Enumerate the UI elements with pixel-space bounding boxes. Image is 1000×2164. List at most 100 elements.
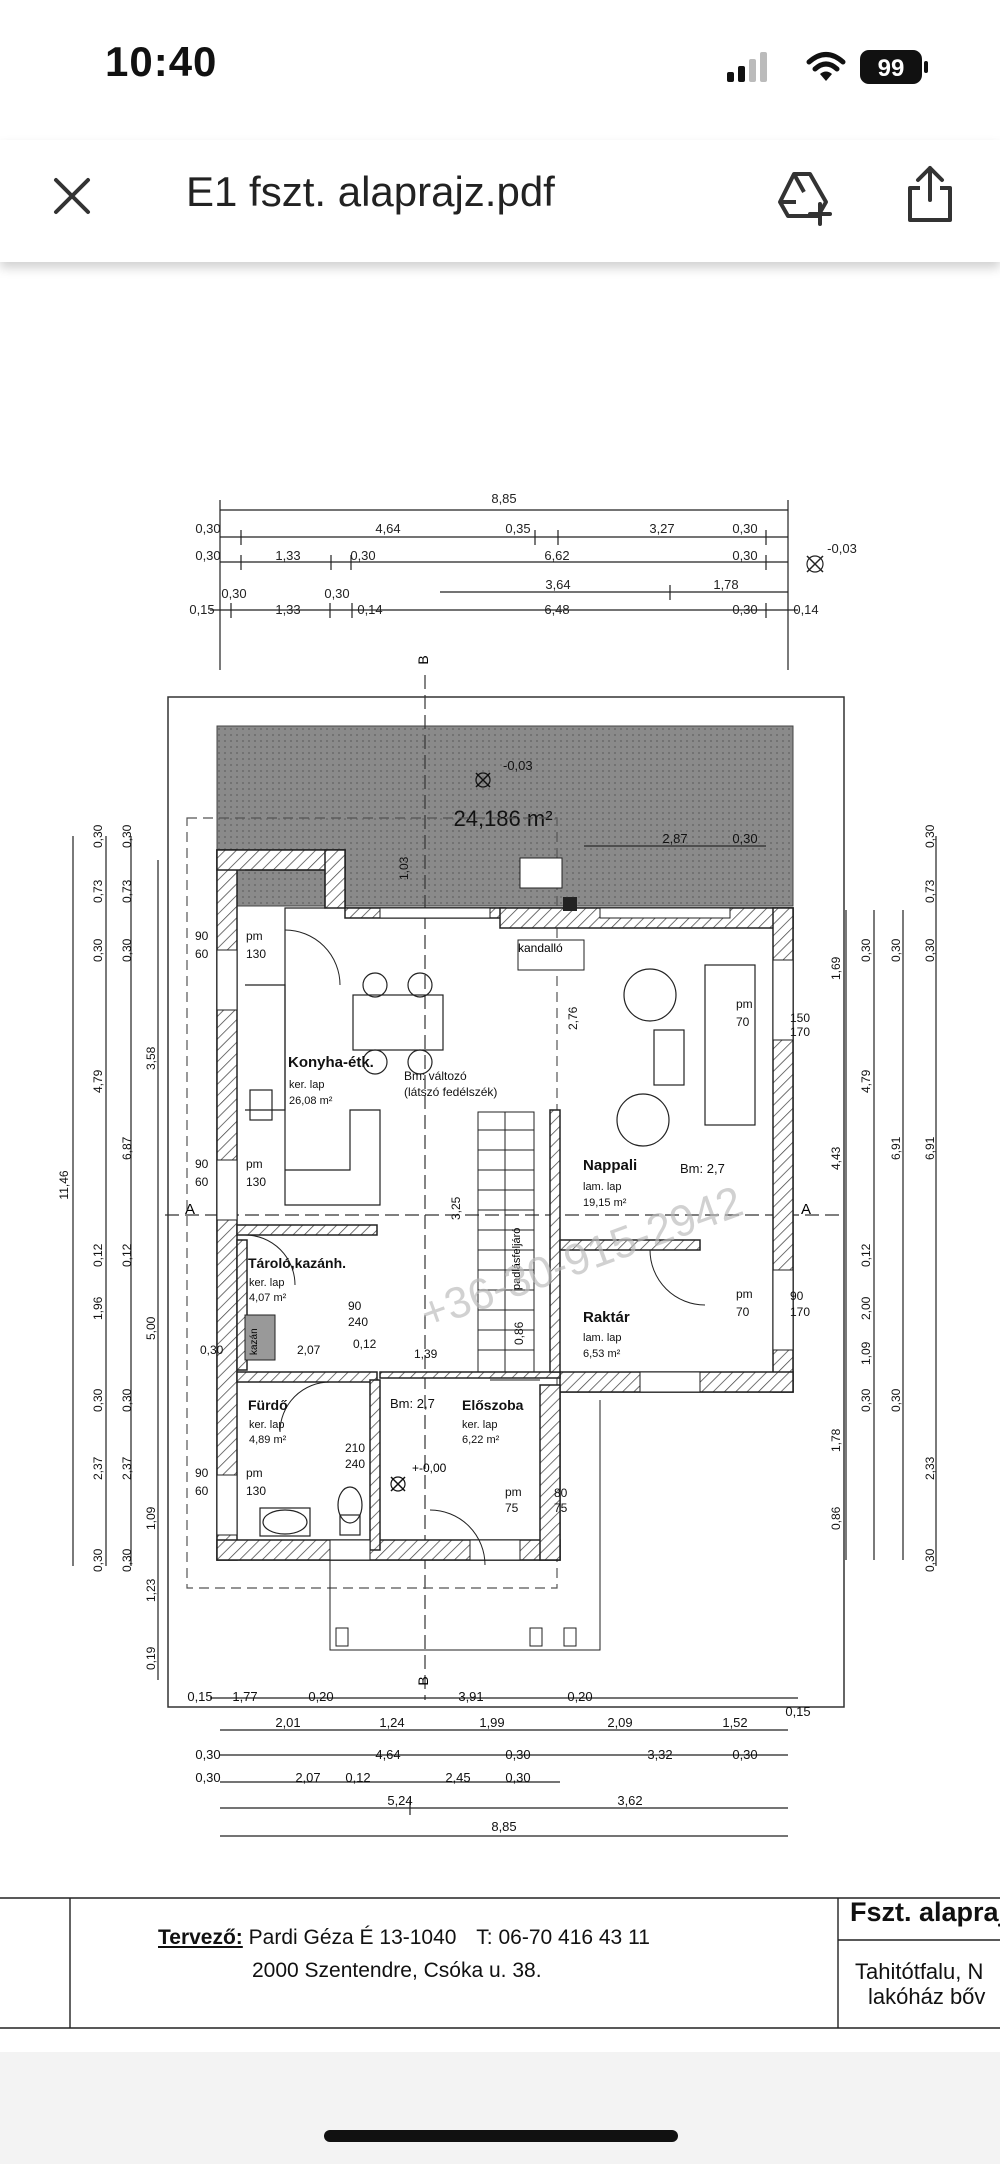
pdf-viewer[interactable]: 8,85 0,30 4,64 0,35 3,27 0,30 0,30 1,33 … [0,262,1000,2052]
svg-text:pm: pm [736,1287,753,1301]
svg-text:99: 99 [878,55,905,82]
app-bar: E1 fszt. alaprajz.pdf [0,140,1000,262]
svg-text:0,30: 0,30 [505,1770,530,1785]
wifi-icon [806,52,846,81]
sheet-title: Fszt. alapraj [850,1897,1000,1927]
svg-text:6,91: 6,91 [889,1136,903,1160]
svg-text:0,30: 0,30 [732,602,757,617]
svg-text:1,09: 1,09 [144,1506,158,1530]
designer-label: Tervező: [158,1926,243,1949]
svg-text:2,87: 2,87 [662,831,687,846]
svg-text:0,30: 0,30 [505,1747,530,1762]
svg-text:0,19: 0,19 [144,1646,158,1670]
svg-text:3,58: 3,58 [144,1046,158,1070]
svg-text:0,30: 0,30 [859,1388,873,1412]
level-marker-floor [390,1476,406,1492]
status-time: 10:40 [105,38,218,85]
close-icon [54,178,90,214]
svg-text:1,96: 1,96 [91,1296,105,1320]
top-dimensions: 8,85 0,30 4,64 0,35 3,27 0,30 0,30 1,33 … [189,491,857,670]
svg-text:0,30: 0,30 [91,1388,105,1412]
share-button[interactable] [898,162,962,226]
svg-text:0,30: 0,30 [120,1548,134,1572]
svg-text:0,14: 0,14 [793,602,818,617]
svg-text:75: 75 [554,1501,568,1515]
svg-text:0,15: 0,15 [785,1704,810,1719]
svg-text:2,07: 2,07 [295,1770,320,1785]
svg-text:0,30: 0,30 [324,586,349,601]
svg-text:60: 60 [195,1484,209,1498]
svg-text:pm: pm [246,929,263,943]
svg-text:1,03: 1,03 [397,856,411,880]
svg-text:4,43: 4,43 [829,1146,843,1170]
svg-text:A: A [185,1201,195,1218]
svg-text:kazán: kazán [249,1328,260,1355]
svg-text:padlásfeljáró: padlásfeljáró [511,1228,523,1290]
close-button[interactable] [44,168,100,224]
svg-text:0,30: 0,30 [195,1747,220,1762]
battery-icon: 99 [860,50,928,84]
svg-text:ker. lap: ker. lap [249,1277,284,1289]
living-furniture [616,964,756,1147]
level-marker-terrace [475,772,491,788]
location-line-2: lakóház bőv [868,1984,986,2009]
svg-text:0,30: 0,30 [195,548,220,563]
svg-text:3,32: 3,32 [647,1747,672,1762]
svg-text:(látszó fedélszék): (látszó fedélszék) [404,1085,497,1099]
svg-text:0,30: 0,30 [195,521,220,536]
svg-text:kandalló: kandalló [518,941,563,955]
svg-text:90: 90 [790,1289,804,1303]
svg-text:6,22 m²: 6,22 m² [462,1434,500,1446]
svg-text:1,77: 1,77 [232,1689,257,1704]
svg-text:210: 210 [345,1441,365,1455]
svg-text:8,85: 8,85 [491,1819,516,1834]
svg-text:0,30: 0,30 [859,938,873,962]
svg-text:6,87: 6,87 [120,1136,134,1160]
svg-text:pm: pm [246,1157,263,1171]
svg-text:130: 130 [246,947,266,961]
svg-text:1,33: 1,33 [275,602,300,617]
svg-text:3,25: 3,25 [449,1196,463,1220]
svg-text:0,30: 0,30 [221,586,246,601]
svg-text:ker. lap: ker. lap [462,1419,497,1431]
svg-text:0,30: 0,30 [732,521,757,536]
svg-text:lam. lap: lam. lap [583,1332,622,1344]
svg-text:ker. lap: ker. lap [289,1079,324,1091]
svg-text:0,73: 0,73 [120,879,134,903]
add-to-drive-icon [778,172,832,226]
svg-text:1,24: 1,24 [379,1715,404,1730]
svg-text:4,64: 4,64 [375,1747,400,1762]
svg-text:70: 70 [736,1305,750,1319]
svg-text:0,20: 0,20 [308,1689,333,1704]
svg-text:0,14: 0,14 [357,602,382,617]
svg-text:0,30: 0,30 [732,548,757,563]
svg-text:0,30: 0,30 [889,1388,903,1412]
svg-text:90: 90 [195,929,209,943]
svg-text:0,12: 0,12 [353,1337,377,1351]
svg-text:1,78: 1,78 [713,577,738,592]
svg-text:0,12: 0,12 [91,1243,105,1267]
svg-text:60: 60 [195,1175,209,1189]
svg-text:0,30: 0,30 [732,831,757,846]
svg-text:1,99: 1,99 [479,1715,504,1730]
svg-text:Nappali: Nappali [583,1157,637,1174]
svg-text:2,76: 2,76 [566,1006,580,1030]
svg-text:0,30: 0,30 [923,824,937,848]
svg-text:0,86: 0,86 [512,1321,526,1345]
add-to-drive-button[interactable] [772,164,836,228]
signal-icon [727,52,767,82]
section-lines [165,675,840,1700]
svg-text:Tároló,kazánh.: Tároló,kazánh. [248,1255,346,1271]
svg-text:0,30: 0,30 [350,548,375,563]
svg-text:lam. lap: lam. lap [583,1181,622,1193]
designer-name: Pardi Géza É 13-1040 [248,1926,457,1949]
svg-text:2,00: 2,00 [859,1296,873,1320]
windows [216,907,794,1561]
svg-text:4,79: 4,79 [859,1069,873,1093]
svg-text:2,09: 2,09 [607,1715,632,1730]
svg-text:2,01: 2,01 [275,1715,300,1730]
svg-text:170: 170 [790,1305,810,1319]
svg-text:A: A [801,1201,811,1218]
home-indicator[interactable] [324,2130,678,2142]
svg-text:240: 240 [348,1315,368,1329]
